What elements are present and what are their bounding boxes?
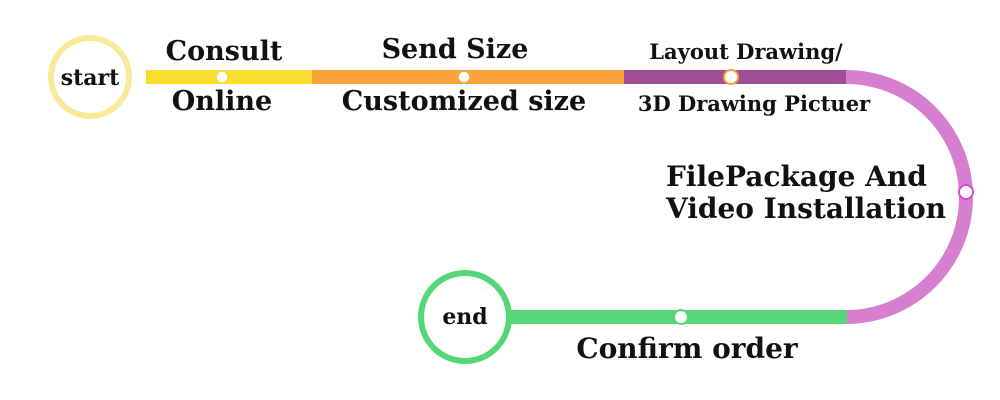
end-circle: [418, 270, 512, 364]
step-file-package-line2: Video Installation: [665, 192, 946, 225]
step-layout-line2: 3D Drawing Pictuer: [638, 91, 871, 116]
step-confirm-order: Confirm order: [576, 332, 799, 365]
node-layout-drawing: [723, 69, 739, 85]
step-consult-line2: Online: [172, 86, 272, 117]
step-send-size-line1: Send Size: [382, 34, 529, 65]
start-circle: [48, 35, 132, 119]
step-send-size-line2: Customized size: [342, 86, 586, 117]
step-consult-line1: Consult: [166, 36, 283, 67]
node-file-package: [958, 184, 974, 200]
start-label: start: [61, 65, 120, 91]
step-file-package-line1: FilePackage And: [666, 160, 927, 193]
node-consult: [215, 70, 229, 84]
end-label: end: [442, 304, 487, 330]
node-send-size: [457, 70, 471, 84]
node-confirm-order: [673, 309, 689, 325]
step-layout-line1: Layout Drawing/: [649, 39, 843, 64]
